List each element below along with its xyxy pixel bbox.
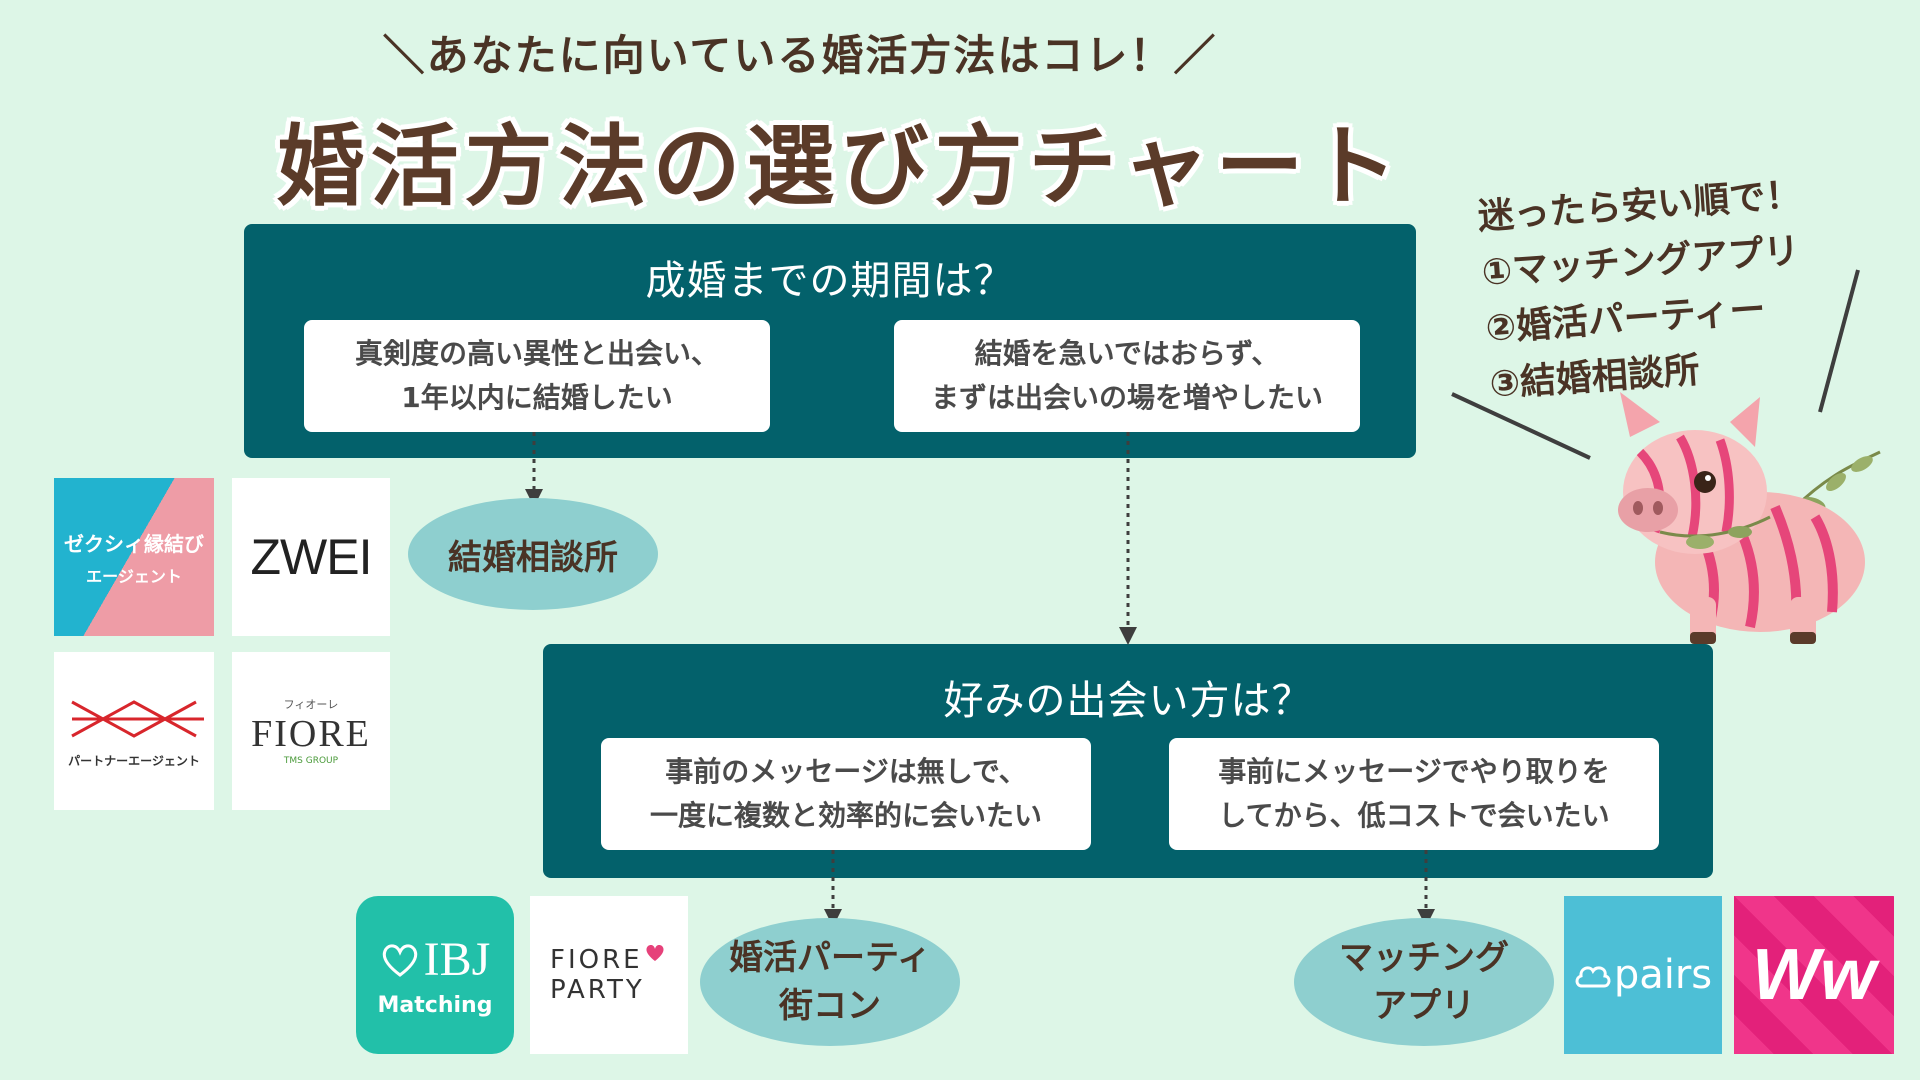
zexy-logo-text-2: エージェント: [86, 566, 182, 586]
zexy-agent-logo: ゼクシィ縁結び エージェント: [54, 478, 214, 636]
fiore-logo: フィオーレ FIORE TMS GROUP: [232, 652, 390, 810]
heart-outline-icon: [382, 943, 417, 977]
ibj-logo-text: IBJ: [423, 933, 491, 986]
option-1a-line1: 真剣度の高い異性と出会い、: [354, 337, 719, 370]
option-1b-line2: まずは出会いの場を増やしたい: [930, 381, 1323, 414]
heart-icon: [646, 945, 664, 961]
zexy-logo-text-1: ゼクシィ縁結び: [64, 531, 204, 556]
result-party: 婚活パーティ 街コン: [700, 918, 960, 1046]
option-card-1b: 結婚を急いではおらず、 まずは出会いの場を増やしたい: [894, 320, 1360, 432]
option-1b-line1: 結婚を急いではおらず、: [974, 337, 1280, 370]
fiore-logo-text: FIORE: [251, 713, 371, 755]
option-2b-line2: してから、低コストで会いたい: [1218, 799, 1610, 832]
fiore-party-text-2: PARTY: [550, 975, 645, 1005]
fiore-party-logo: FIORE PARTY: [530, 896, 688, 1054]
option-card-1a: 真剣度の高い異性と出会い、 1年以内に結婚したい: [304, 320, 770, 432]
partner-agent-logo-text: パートナーエージェント: [68, 753, 200, 768]
boar-mascot-illustration: [1618, 392, 1881, 644]
option-card-2b: 事前にメッセージでやり取りを してから、低コストで会いたい: [1169, 738, 1659, 850]
partner-agent-mark-icon: [71, 699, 204, 738]
question-2-text: 好みの出会い方は？: [943, 678, 1313, 724]
question-panel-2: 好みの出会い方は？ 事前のメッセージは無しで、 一度に複数と効率的に会いたい 事…: [543, 644, 1713, 878]
cloud-icon: [1575, 966, 1611, 988]
option-2a-line2: 一度に複数と効率的に会いたい: [649, 799, 1042, 832]
question-panel-1: 成婚までの期間は？ 真剣度の高い異性と出会い、 1年以内に結婚したい 結婚を急い…: [244, 224, 1416, 458]
with-logo-text: Ww: [1752, 935, 1876, 1015]
speech-line-right: [1818, 269, 1860, 413]
fiore-small-text: フィオーレ: [283, 698, 339, 711]
option-2a-line1: 事前のメッセージは無しで、: [665, 755, 1027, 788]
fiore-group-text: TMS GROUP: [283, 756, 339, 766]
speech-line-left: [1451, 392, 1591, 460]
pairs-logo: pairs: [1564, 896, 1722, 1054]
result-agency-label: 結婚相談所: [448, 537, 618, 578]
option-card-2a: 事前のメッセージは無しで、 一度に複数と効率的に会いたい: [601, 738, 1091, 850]
result-app-line2: アプリ: [1373, 986, 1475, 1026]
result-agency: 結婚相談所: [408, 498, 658, 610]
with-logo: Ww: [1734, 896, 1894, 1054]
option-2b-line1: 事前にメッセージでやり取りを: [1218, 755, 1610, 788]
pairs-logo-text: pairs: [1613, 952, 1713, 998]
option-1a-line2: 1年以内に結婚したい: [401, 381, 673, 414]
result-app: マッチング アプリ: [1294, 918, 1554, 1046]
result-party-line1: 婚活パーティ: [729, 938, 931, 978]
ibj-logo-subtext: Matching: [377, 993, 493, 1018]
fiore-party-text-1: FIORE: [550, 945, 643, 975]
zwei-logo: ZWEI: [232, 478, 390, 636]
page-title: 婚活方法の選び方チャート: [276, 115, 1404, 218]
tagline: ＼あなたに向いている婚活方法はコレ！／: [382, 31, 1218, 80]
ibj-matching-logo: IBJ Matching: [356, 896, 514, 1054]
result-app-line1: マッチング: [1339, 938, 1509, 978]
result-party-line2: 街コン: [779, 986, 881, 1026]
partner-agent-logo: パートナーエージェント: [54, 652, 214, 810]
question-1-text: 成婚までの期間は？: [645, 258, 1015, 304]
zwei-logo-text: ZWEI: [250, 529, 373, 585]
tip-text: 迷ったら安い順で！ ①マッチングアプリ ②婚活パーティー ③結婚相談所: [1476, 162, 1891, 413]
